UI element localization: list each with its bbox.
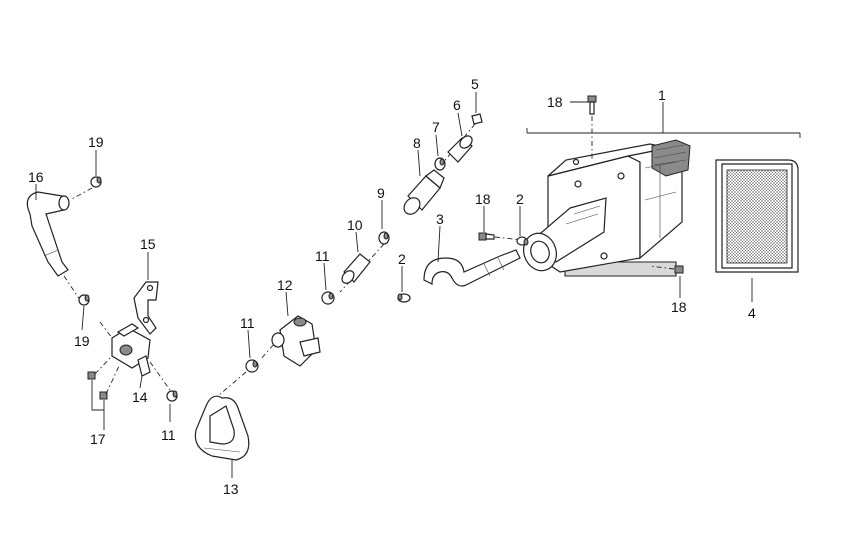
callout-labels: 1 2 2 3 4 5 6 7 8 9 10 11 11 11 12 13 14…	[28, 76, 756, 497]
clamp-7	[434, 134, 446, 171]
callout-9: 9	[377, 185, 385, 201]
callout-1: 1	[658, 87, 666, 103]
clip-19-upper	[69, 150, 102, 201]
callout-8: 8	[413, 135, 421, 151]
callout-13: 13	[223, 481, 239, 497]
callout-3: 3	[436, 211, 444, 227]
clip-19-lower	[78, 294, 90, 331]
center-axis	[217, 123, 476, 397]
bracket-15	[133, 252, 159, 335]
screw-18-right	[649, 265, 684, 274]
plug-5	[471, 92, 483, 125]
screw-18-top	[587, 95, 597, 160]
clamp-11-upper	[321, 262, 335, 305]
leader-lines	[401, 101, 753, 302]
clamp-11-middle	[245, 329, 259, 373]
callout-11-middle: 11	[240, 315, 255, 331]
callout-6: 6	[453, 97, 461, 113]
callout-16: 16	[28, 169, 44, 185]
breather-hose-3	[423, 249, 521, 287]
valve-14	[99, 321, 151, 389]
callout-18-left: 18	[475, 191, 491, 207]
clamp-11-lower	[149, 361, 178, 422]
air-filter-element	[715, 159, 799, 273]
callout-12: 12	[277, 277, 293, 293]
callout-18-right: 18	[671, 299, 687, 315]
hose-clamp-2-lower	[397, 293, 411, 303]
callout-15: 15	[140, 236, 156, 252]
connector-6	[447, 112, 473, 163]
callout-11-upper: 11	[315, 248, 330, 264]
callout-18-top: 18	[547, 94, 563, 110]
hose-16	[26, 184, 81, 301]
callout-11-lower: 11	[161, 427, 176, 443]
callout-2-upper: 2	[516, 191, 524, 207]
hose-clamp-2-upper	[516, 236, 529, 246]
callout-4: 4	[748, 305, 756, 321]
valve-12	[271, 291, 321, 367]
tube-10	[341, 231, 371, 284]
callout-7: 7	[432, 119, 440, 135]
hose-13	[194, 395, 250, 478]
callout-17: 17	[90, 431, 106, 447]
airbox-housing	[523, 139, 691, 277]
clamp-9	[378, 200, 390, 245]
callout-5: 5	[471, 76, 479, 92]
callout-2-lower: 2	[398, 251, 406, 267]
bolts-17	[87, 355, 121, 430]
assembly-bracket	[526, 128, 801, 138]
callout-14: 14	[132, 389, 148, 405]
valve-8	[403, 149, 445, 215]
callout-19-lower: 19	[74, 333, 90, 349]
callout-10: 10	[347, 217, 363, 233]
screw-18-left	[478, 232, 523, 241]
callout-19-upper: 19	[88, 134, 104, 150]
